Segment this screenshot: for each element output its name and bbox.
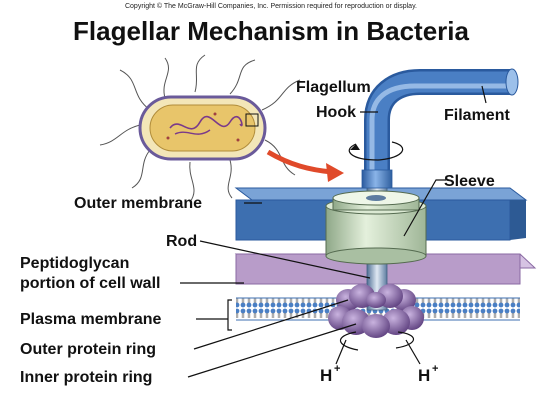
protein-rings xyxy=(328,284,424,338)
proton-left-charge: + xyxy=(334,363,340,375)
hook-and-filament xyxy=(361,68,519,189)
proton-left: H + xyxy=(320,363,340,385)
filament-label: Filament xyxy=(444,107,510,124)
proton-right-symbol: H xyxy=(418,366,430,385)
rotation-arrows xyxy=(339,141,415,351)
peptidoglycan-label-line2: portion of cell wall xyxy=(20,275,160,292)
proton-right-charge: + xyxy=(432,363,438,375)
flagellum-label: Flagellum xyxy=(296,79,371,96)
copyright-notice: Copyright © The McGraw-Hill Companies, I… xyxy=(125,2,417,10)
magnification-arrow xyxy=(266,149,344,182)
peptidoglycan-label-line1: Peptidoglycan xyxy=(20,255,129,272)
inner-protein-ring-label: Inner protein ring xyxy=(20,369,152,386)
plasma-membrane-label: Plasma membrane xyxy=(20,311,162,328)
outer-membrane-label: Outer membrane xyxy=(74,195,202,212)
hook-label: Hook xyxy=(316,104,356,121)
rod-label: Rod xyxy=(166,233,197,250)
sleeve-cylinder xyxy=(325,190,427,265)
proton-right: H + xyxy=(418,363,438,385)
diagram-title: Flagellar Mechanism in Bacteria xyxy=(73,16,469,46)
sleeve-label: Sleeve xyxy=(444,173,495,190)
outer-protein-ring-label: Outer protein ring xyxy=(20,341,156,358)
bacterium-cell xyxy=(99,54,301,203)
proton-left-symbol: H xyxy=(320,366,332,385)
